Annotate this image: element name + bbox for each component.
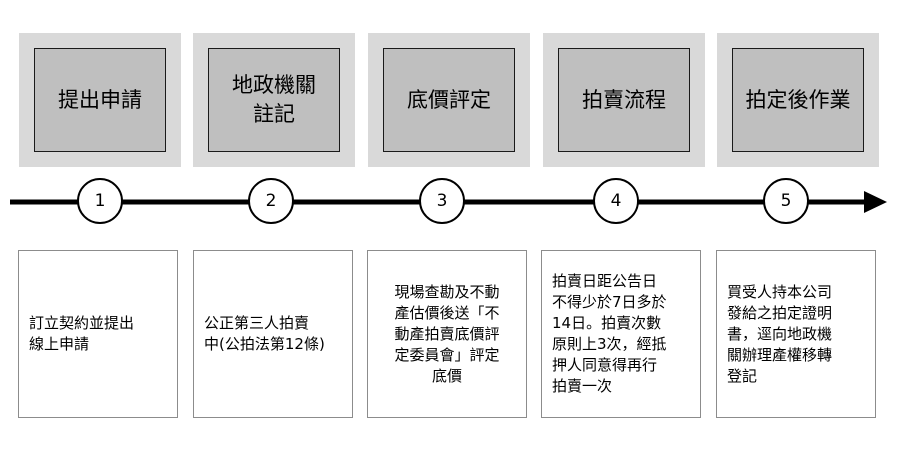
step-1-box: 提出申請: [19, 33, 181, 167]
step-4-title: 拍賣流程: [558, 48, 690, 152]
step-2-description: 公正第三人拍賣 中(公拍法第12條): [193, 250, 353, 418]
step-3-description: 現場查勘及不動 產估價後送「不 動產拍賣底價評 定委員會」評定 底價: [367, 250, 527, 418]
step-3-title: 底價評定: [383, 48, 515, 152]
step-4-node: 4: [593, 178, 639, 224]
step-3-node: 3: [419, 178, 465, 224]
timeline-arrowhead: [864, 191, 887, 213]
step-5-description: 買受人持本公司 發給之拍定證明 書，逕向地政機 關辦理產權移轉 登記: [716, 250, 876, 418]
step-5-box: 拍定後作業: [717, 33, 879, 167]
step-5-node: 5: [763, 178, 809, 224]
step-2-box: 地政機關 註記: [193, 33, 355, 167]
step-1-description: 訂立契約並提出 線上申請: [18, 250, 178, 418]
step-1-title: 提出申請: [34, 48, 166, 152]
step-4-description: 拍賣日距公告日 不得少於7日多於 14日。拍賣次數 原則上3次，經抵 押人同意得…: [541, 250, 701, 418]
step-2-node: 2: [248, 178, 294, 224]
step-4-box: 拍賣流程: [543, 33, 705, 167]
step-5-title: 拍定後作業: [732, 48, 864, 152]
step-1-node: 1: [77, 178, 123, 224]
step-3-box: 底價評定: [368, 33, 530, 167]
step-2-title: 地政機關 註記: [208, 48, 340, 152]
